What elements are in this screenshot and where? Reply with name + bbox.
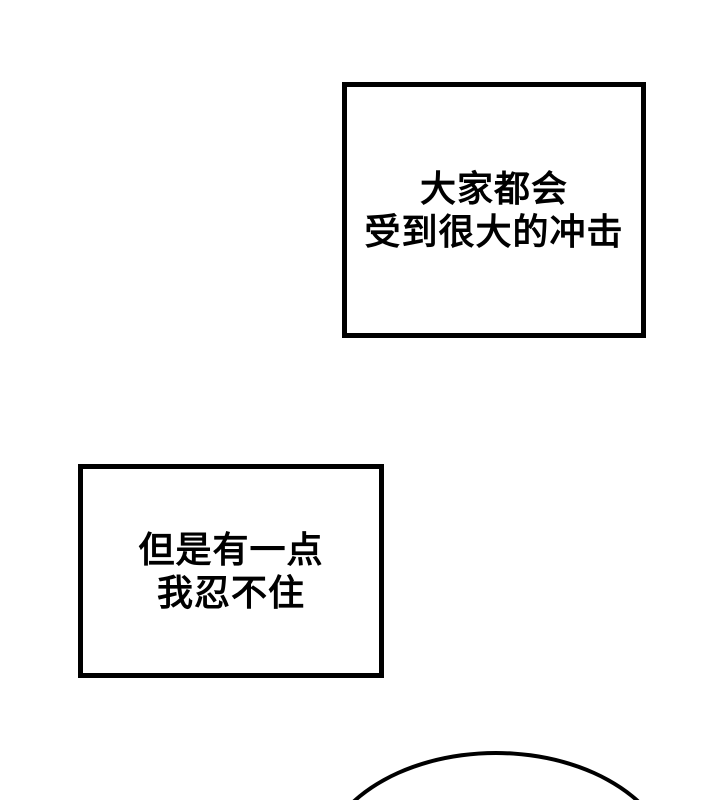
caption-box-top-right: 大家都会 受到很大的冲击 [342,82,646,338]
caption-text-line: 但是有一点 [138,529,324,570]
caption-text-line: 我忍不住 [156,572,305,613]
partial-speech-bubble-arc [318,751,674,800]
caption-text-line: 大家都会 [419,168,568,209]
caption-text-line: 受到很大的冲击 [364,211,624,252]
caption-box-mid-left: 但是有一点 我忍不住 [78,464,384,678]
